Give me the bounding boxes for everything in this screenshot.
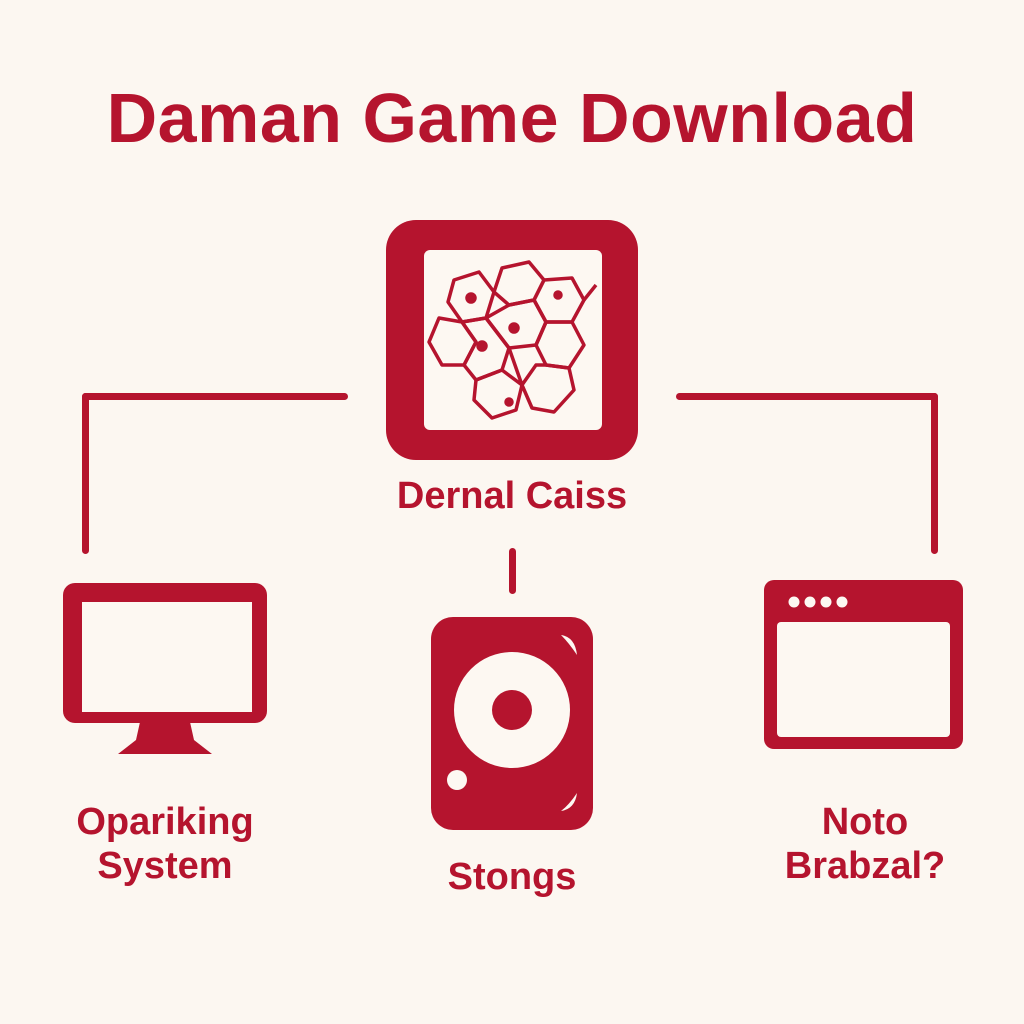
connector-right-vertical: [931, 393, 938, 554]
monitor-node-label: Opariking System: [20, 800, 310, 888]
center-node-label: Dernal Caiss: [396, 475, 628, 517]
disk-node-label: Stongs: [447, 856, 577, 898]
hexagon-cells-icon: [424, 250, 602, 430]
connector-right-horizontal: [676, 393, 938, 400]
browser-node-label: Noto Brabzal?: [730, 800, 1000, 888]
browser-window-icon: [762, 578, 965, 751]
center-node-icon: [386, 220, 638, 460]
page-title: Daman Game Download: [106, 79, 918, 157]
monitor-icon: [60, 580, 270, 758]
browser-label-line1: Noto: [821, 801, 909, 843]
connector-left-horizontal: [82, 393, 348, 400]
hard-disk-icon: [429, 615, 595, 832]
connector-center-vertical: [509, 548, 516, 594]
monitor-label-line1: Opariking: [76, 801, 254, 843]
connector-left-vertical: [82, 393, 89, 554]
monitor-label-line2: System: [97, 845, 233, 887]
browser-label-line2: Brabzal?: [784, 845, 946, 887]
